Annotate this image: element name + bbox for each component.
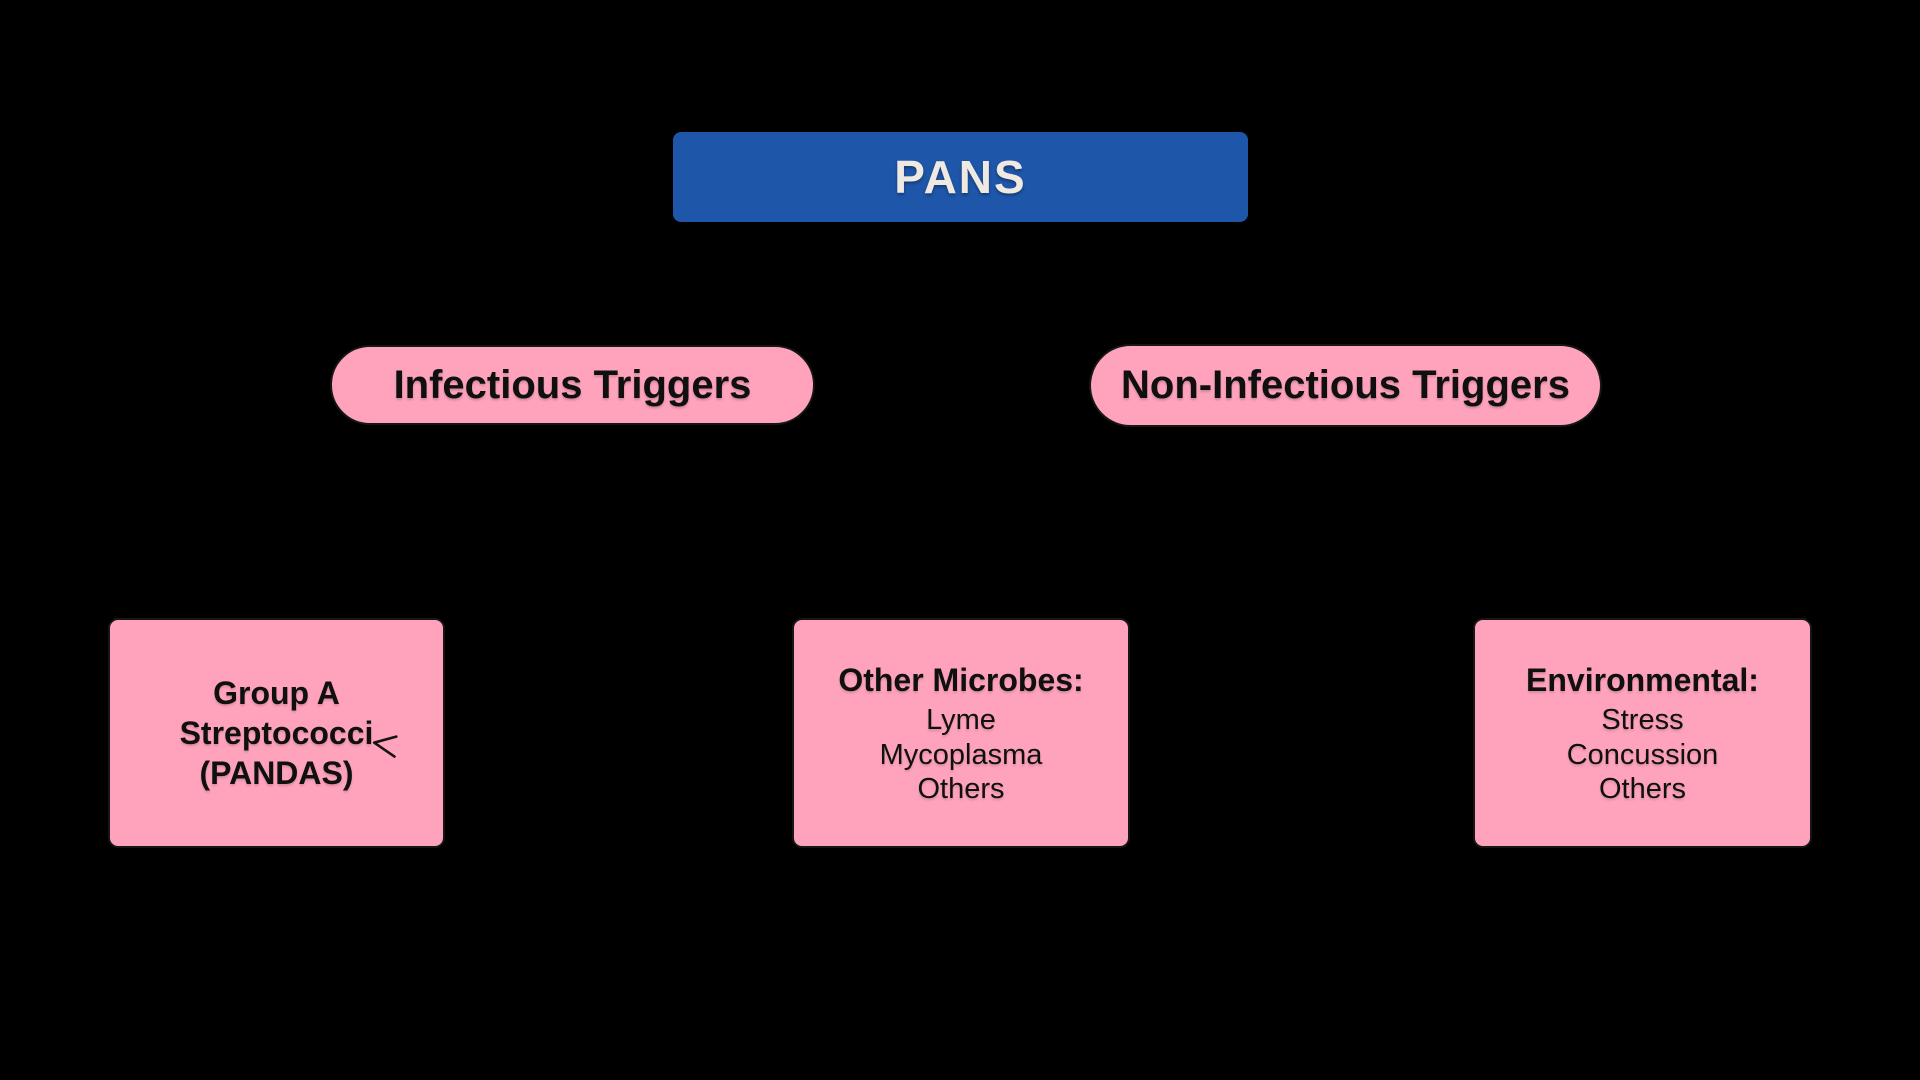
leaf-node-item: Stress (1601, 704, 1684, 737)
leaf-node-item-list: Lyme Mycoplasma Others (880, 703, 1043, 806)
leaf-node-environmental: Environmental: Stress Concussion Others (1473, 618, 1812, 848)
leaf-node-heading: Environmental: (1526, 661, 1759, 698)
leaf-node-item: Others (917, 772, 1005, 805)
leaf-node-item-list: Stress Concussion Others (1567, 703, 1719, 806)
leaf-node-group-a-streptococci-pandas: Group A Streptococci (PANDAS) (108, 618, 445, 848)
leaf-node-heading: Other Microbes: (838, 661, 1084, 698)
branch-node-non-infectious-triggers: Non-Infectious Triggers (1089, 344, 1602, 427)
leaf-node-label: Group A Streptococci (PANDAS) (179, 675, 374, 791)
leaf-node-item: Others (1598, 772, 1687, 805)
leaf-node-item: Lyme (926, 704, 996, 737)
branch-node-infectious-triggers: Infectious Triggers (330, 345, 815, 425)
less-than-mark-icon (368, 730, 399, 760)
leaf-node-item: Mycoplasma (879, 738, 1043, 771)
root-node-pans: PANS (673, 132, 1248, 222)
leaf-node-other-microbes: Other Microbes: Lyme Mycoplasma Others (792, 618, 1130, 848)
root-node-label: PANS (894, 151, 1027, 203)
branch-node-label: Non-Infectious Triggers (1121, 363, 1570, 407)
branch-node-label: Infectious Triggers (393, 362, 752, 407)
leaf-node-item: Concussion (1566, 738, 1719, 771)
